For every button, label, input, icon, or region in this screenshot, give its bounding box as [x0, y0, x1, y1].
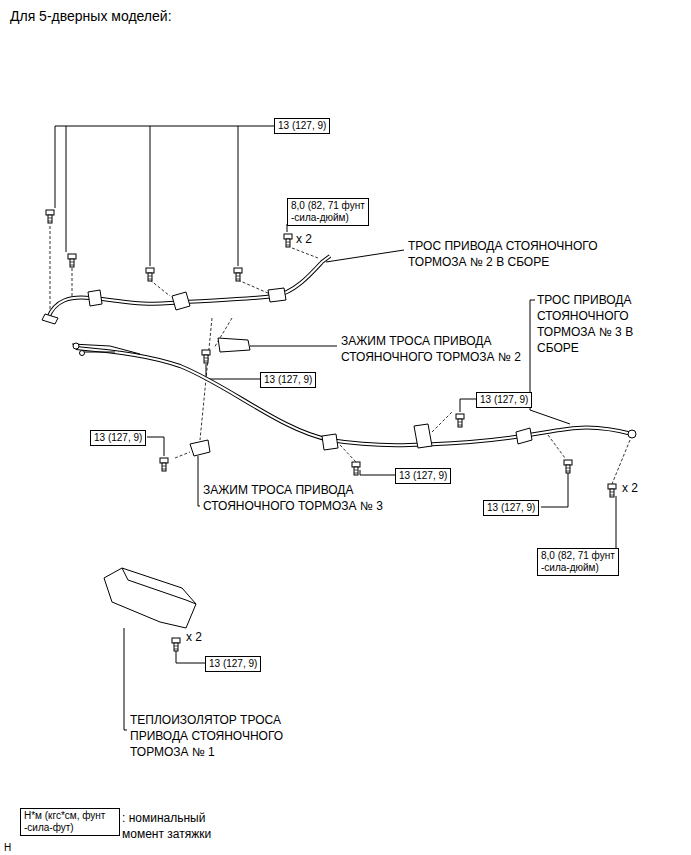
part-name-text: ЗАЖИМ ТРОСА ПРИВОДА СТОЯНОЧНОГО ТОРМОЗА …	[341, 334, 521, 364]
title-text: Для 5-дверных моделей:	[10, 8, 172, 24]
figure-code-text: H	[4, 842, 11, 853]
quantity-mark: x 2	[296, 231, 312, 247]
torque-value: 13 (127, 9)	[480, 394, 528, 406]
torque-value: 8,0 (82, 71 фунт -сила-дюйм)	[291, 200, 365, 224]
part-name: ЗАЖИМ ТРОСА ПРИВОДА СТОЯНОЧНОГО ТОРМОЗА …	[341, 333, 521, 365]
part-name: ЗАЖИМ ТРОСА ПРИВОДА СТОЯНОЧНОГО ТОРМОЗА …	[203, 482, 383, 514]
part-name: ТЕПЛОИЗОЛЯТОР ТРОСА ПРИВОДА СТОЯНОЧНОГО …	[130, 712, 330, 760]
quantity-mark: x 2	[622, 480, 638, 496]
part-name-text: ТРОС ПРИВОДА СТОЯНОЧНОГО ТОРМОЗА № 3 В С…	[537, 293, 633, 355]
torque-box: 8,0 (82, 71 фунт -сила-дюйм)	[537, 548, 619, 576]
part-name: ТРОС ПРИВОДА СТОЯНОЧНОГО ТОРМОЗА № 3 В С…	[537, 292, 649, 356]
part-name-text: ТЕПЛОИЗОЛЯТОР ТРОСА ПРИВОДА СТОЯНОЧНОГО …	[130, 713, 283, 759]
torque-box: 13 (127, 9)	[483, 500, 539, 516]
torque-box: 13 (127, 9)	[274, 118, 330, 134]
torque-value: 13 (127, 9)	[264, 374, 312, 386]
quantity-mark: x 2	[186, 629, 202, 645]
torque-box: 13 (127, 9)	[90, 430, 146, 446]
torque-box: 13 (127, 9)	[260, 372, 316, 388]
figure-code: H	[4, 840, 11, 855]
part-name: ТРОС ПРИВОДА СТОЯНОЧНОГО ТОРМОЗА № 2 В С…	[408, 238, 633, 270]
torque-box: 13 (127, 9)	[205, 656, 261, 672]
part-name-text: ТРОС ПРИВОДА СТОЯНОЧНОГО ТОРМОЗА № 2 В С…	[408, 239, 598, 269]
legend-text: : номинальный момент затяжки	[122, 810, 237, 842]
torque-value: 8,0 (82, 71 фунт -сила-дюйм)	[541, 550, 615, 574]
torque-value: 13 (127, 9)	[278, 120, 326, 132]
diagram-title: Для 5-дверных моделей:	[10, 8, 172, 24]
torque-value: Н*м (кгс*см, фунт -сила-фут)	[24, 810, 116, 834]
torque-box: 13 (127, 9)	[395, 468, 451, 484]
torque-value: 13 (127, 9)	[399, 470, 447, 482]
torque-box: 13 (127, 9)	[476, 392, 532, 408]
torque-box: 8,0 (82, 71 фунт -сила-дюйм)	[287, 198, 369, 226]
quantity-mark-text: x 2	[186, 630, 202, 644]
legend-box: Н*м (кгс*см, фунт -сила-фут)	[20, 808, 120, 836]
quantity-mark-text: x 2	[296, 232, 312, 246]
torque-value: 13 (127, 9)	[487, 502, 535, 514]
part-name-text: ЗАЖИМ ТРОСА ПРИВОДА СТОЯНОЧНОГО ТОРМОЗА …	[203, 483, 383, 513]
quantity-mark-text: x 2	[622, 481, 638, 495]
torque-value: 13 (127, 9)	[209, 658, 257, 670]
torque-value: 13 (127, 9)	[94, 432, 142, 444]
legend-text-text: : номинальный момент затяжки	[122, 811, 211, 841]
